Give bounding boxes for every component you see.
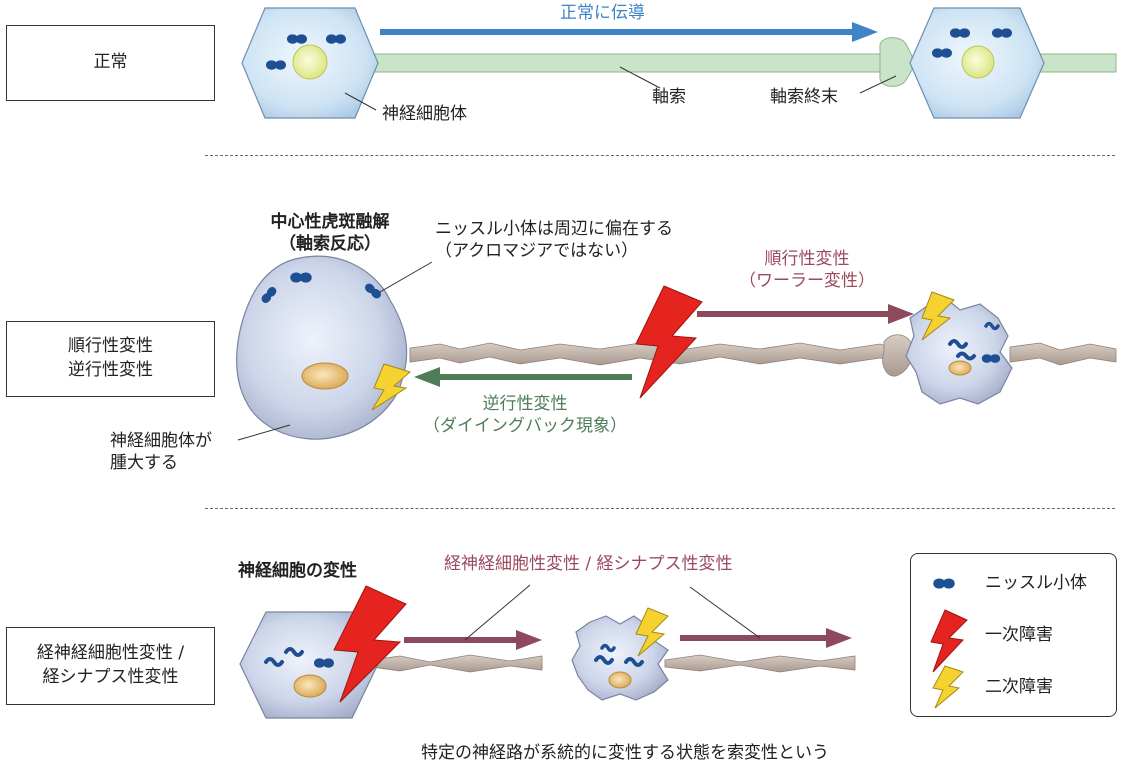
axon-label: 軸索 [652, 87, 686, 107]
chromatolysis-line2: （軸索反応） [279, 234, 381, 255]
nucleus-degenerated [301, 362, 349, 390]
axon-terminal-label: 軸索終末 [770, 87, 838, 107]
retro-arrow-head [414, 367, 440, 387]
swelling-line2: 腫大する [110, 453, 178, 474]
section-divider [205, 508, 1115, 509]
legend-nissl-label: ニッスル小体 [985, 573, 1087, 593]
axon-terminal [879, 37, 913, 87]
axon-normal-right [1039, 53, 1117, 73]
cell-body-secondary [571, 615, 669, 701]
axon-degenerating [371, 654, 543, 673]
antero-label: 順行性変性 （ワーラー変性） [722, 248, 892, 292]
retro-line1: 逆行性変性 [482, 394, 568, 414]
legend-primary-icon [930, 609, 968, 673]
label-box-normal: 正常 [6, 25, 215, 101]
nissl-fragment [624, 657, 644, 667]
secondary-injury-bolt [921, 291, 955, 341]
leader-line [859, 75, 897, 94]
nissl-note: ニッスル小体は周辺に偏在する （アクロマジアではない） [435, 218, 673, 262]
primary-injury-bolt [635, 285, 703, 399]
chromatolysis-title: 中心性虎斑融解 （軸索反応） [250, 211, 410, 255]
leader-line [237, 424, 291, 441]
legend-secondary-label: 二次障害 [985, 677, 1053, 697]
secondary-injury-bolt [635, 607, 669, 657]
nucleus-target [961, 45, 995, 79]
legend: ニッスル小体 一次障害 二次障害 [910, 553, 1117, 717]
antero-line2: （ワーラー変性） [739, 271, 875, 292]
conduction-label: 正常に伝導 [560, 3, 645, 23]
leader-line [379, 261, 433, 293]
nissl-note-line2: （アクロマジアではない） [435, 241, 639, 262]
legend-icons [930, 578, 968, 709]
swelling-note: 神経細胞体が 腫大する [110, 430, 212, 474]
transneuronal-title: 経神経細胞性変性 / 経シナプス性変性 [444, 554, 733, 574]
nissl-note-line1: ニッスル小体は周辺に偏在する [435, 219, 673, 239]
nucleus-normal [292, 44, 328, 80]
cell-body-target-degenerating [905, 299, 1013, 405]
nissl-fragment [984, 321, 1000, 331]
conduction-arrow-head [852, 22, 878, 42]
secondary-injury-bolt [371, 363, 412, 411]
label-transneuronal-2: 経シナプス性変性 [42, 667, 179, 687]
primary-injury-bolt [333, 585, 407, 703]
footer-note: 特定の神経路が系統的に変性する状態を索変性という [421, 743, 829, 763]
axon-normal [369, 53, 891, 73]
retro-line2: （ダイイングバック現象） [423, 416, 627, 437]
axon-degenerated-right [1009, 342, 1117, 366]
nissl-fragment [600, 643, 616, 653]
nucleus-degenerated [948, 360, 972, 376]
nissl-fragment [948, 339, 968, 349]
legend-nissl-icon [933, 578, 955, 589]
nissl-fragment [284, 647, 304, 657]
nucleus-degenerated [293, 674, 327, 698]
antero-arrow-head [888, 304, 914, 324]
legend-secondary-icon [932, 665, 964, 709]
legend-primary-label: 一次障害 [985, 625, 1053, 645]
label-box-antero-retro: 順行性変性 逆行性変性 [6, 321, 215, 397]
cell-body-swollen [236, 255, 408, 440]
section-divider [205, 155, 1115, 156]
leader-line [464, 584, 531, 641]
label-retro: 逆行性変性 [68, 360, 153, 380]
chromatolysis-line1: 中心性虎斑融解 [270, 212, 390, 232]
leader-line [344, 92, 377, 111]
label-antero: 順行性変性 [68, 336, 153, 357]
leader-line [689, 586, 761, 639]
label-box-transneuronal: 経神経細胞性変性 / 経シナプス性変性 [6, 627, 215, 705]
transneuronal-arrow-head [516, 630, 542, 650]
antero-line1: 順行性変性 [764, 249, 850, 269]
label-normal: 正常 [93, 52, 128, 73]
transneuronal-arrow-head [826, 628, 852, 648]
nissl-fragment [264, 657, 284, 667]
axon-terminal-swollen [882, 334, 914, 377]
retro-label: 逆行性変性 （ダイイングバック現象） [400, 393, 650, 437]
label-transneuronal-1: 経神経細胞性変性 / [36, 643, 185, 664]
axon-degenerating-second [664, 654, 856, 673]
cell-body-label: 神経細胞体 [382, 104, 467, 124]
swelling-line1: 神経細胞体が [110, 431, 212, 451]
leader-line [619, 66, 661, 89]
nissl-fragment [594, 655, 614, 665]
nucleus-degenerated [608, 671, 632, 689]
nissl-fragment [956, 351, 976, 361]
neuron-degeneration-label: 神経細胞の変性 [238, 561, 357, 581]
